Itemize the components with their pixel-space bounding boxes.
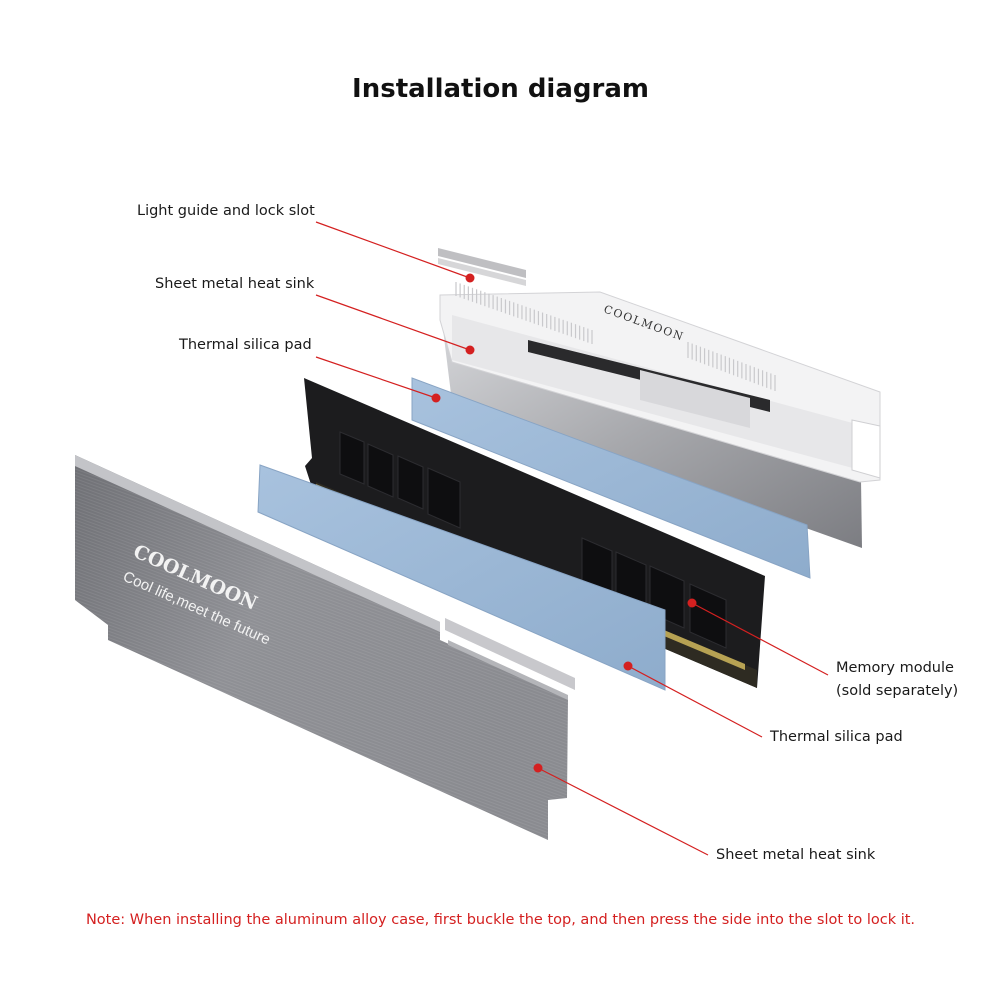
leader-line-thermal-pad-bottom <box>627 665 763 738</box>
leader-line-light-guide <box>315 221 471 279</box>
label-sheet-metal-top: Sheet metal heat sink <box>155 276 315 292</box>
thermal-pad-bottom <box>257 464 666 691</box>
leader-dot-sheet-metal-bottom <box>533 763 543 773</box>
leader-dot-light-guide <box>465 273 475 283</box>
front-heat-sink <box>75 455 575 840</box>
label-light-guide: Light guide and lock slot <box>137 203 315 219</box>
light-guide-bar <box>439 291 881 483</box>
leader-dot-thermal-pad-bottom <box>623 661 633 671</box>
label-memory-line2: (sold separately) <box>836 683 959 699</box>
leader-dot-memory <box>687 598 697 608</box>
light-guide-fins <box>438 248 526 286</box>
label-memory-line1: Memory module <box>836 660 954 676</box>
leader-line-sheet-metal-bottom <box>537 767 709 856</box>
leader-line-thermal-pad-top <box>315 356 437 399</box>
installation-note: Note: When installing the aluminum alloy… <box>85 912 916 928</box>
light-guide-fin-teeth <box>455 282 776 391</box>
page-title: Installation diagram <box>352 74 649 104</box>
label-sheet-metal-bottom: Sheet metal heat sink <box>716 847 876 863</box>
leader-dot-sheet-metal-top <box>465 345 475 355</box>
label-thermal-pad-top: Thermal silica pad <box>179 337 312 353</box>
label-thermal-pad-bottom: Thermal silica pad <box>770 729 903 745</box>
leader-line-memory <box>691 602 829 676</box>
leader-line-sheet-metal-top <box>315 294 471 351</box>
leader-lines <box>315 221 829 856</box>
thermal-pad-top <box>411 377 811 579</box>
leader-dots <box>431 273 697 773</box>
leader-dot-thermal-pad-top <box>431 393 441 403</box>
